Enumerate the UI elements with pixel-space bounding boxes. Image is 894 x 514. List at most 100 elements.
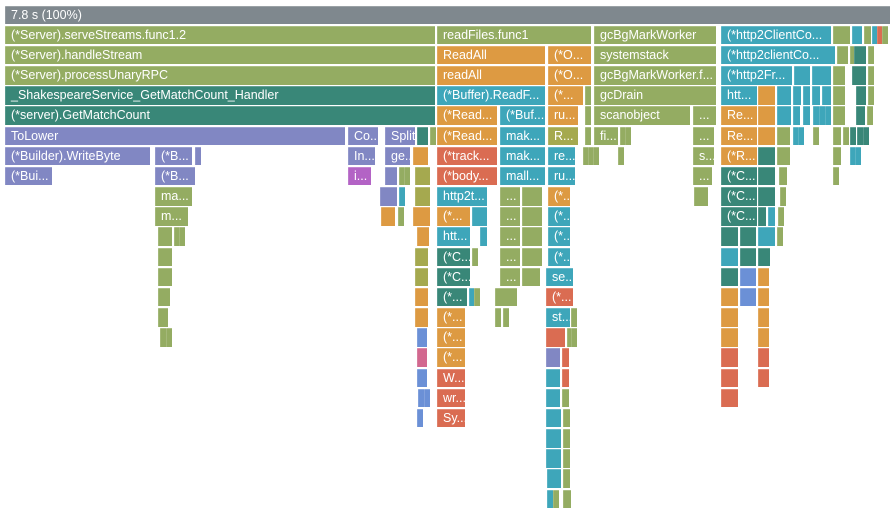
flame-frame[interactable]	[857, 126, 863, 146]
flame-frame[interactable]: (*Bui...	[5, 166, 52, 186]
flame-frame[interactable]	[593, 146, 599, 166]
flame-frame[interactable]: ToLower	[5, 126, 345, 146]
flame-frame[interactable]	[721, 308, 738, 327]
flame-frame[interactable]	[553, 489, 559, 509]
flame-frame[interactable]	[758, 187, 775, 206]
flame-frame[interactable]	[833, 25, 850, 45]
flame-frame[interactable]	[833, 166, 839, 186]
flame-frame[interactable]	[833, 86, 845, 105]
flame-frame[interactable]	[850, 126, 856, 146]
flame-frame[interactable]	[413, 207, 430, 226]
flame-frame[interactable]: Re...	[721, 106, 757, 125]
flame-frame[interactable]	[779, 166, 787, 186]
flame-frame[interactable]: (*B...	[155, 166, 195, 186]
flame-frame[interactable]	[158, 247, 172, 267]
flame-frame[interactable]	[415, 267, 428, 287]
flame-frame[interactable]	[864, 25, 871, 45]
flame-frame[interactable]	[740, 267, 756, 287]
flame-frame[interactable]	[758, 207, 766, 226]
flame-frame[interactable]	[424, 388, 430, 408]
flame-frame[interactable]	[758, 86, 775, 105]
flame-frame[interactable]	[415, 287, 428, 307]
flame-frame[interactable]	[721, 247, 738, 267]
flame-frame[interactable]	[472, 207, 487, 226]
flame-frame[interactable]	[385, 166, 397, 186]
flame-frame[interactable]	[179, 227, 185, 246]
flame-frame[interactable]: se...	[546, 267, 573, 287]
flame-frame[interactable]: m...	[155, 207, 188, 226]
flame-frame[interactable]	[585, 126, 591, 146]
flame-frame[interactable]: R...	[548, 126, 578, 146]
flame-frame[interactable]	[794, 66, 810, 85]
flame-frame[interactable]	[166, 328, 172, 347]
flame-frame[interactable]: (*body...	[437, 166, 497, 186]
flame-frame[interactable]	[495, 308, 501, 327]
flame-frame[interactable]	[547, 469, 561, 488]
flame-frame[interactable]	[583, 146, 589, 166]
flame-frame[interactable]	[195, 146, 201, 166]
flame-frame[interactable]: (*...	[548, 86, 583, 105]
flame-frame[interactable]: (*Server).processUnaryRPC	[5, 66, 435, 85]
flame-frame[interactable]: gcBgMarkWorker	[594, 25, 716, 45]
flame-frame[interactable]	[777, 126, 790, 146]
flame-frame[interactable]	[882, 25, 888, 45]
flame-frame[interactable]	[721, 348, 738, 367]
flame-frame[interactable]	[812, 86, 820, 105]
flame-frame[interactable]	[472, 247, 478, 267]
flame-frame[interactable]	[522, 247, 542, 267]
flame-frame[interactable]	[522, 227, 542, 246]
flame-frame[interactable]	[430, 126, 436, 146]
flame-frame[interactable]: (*C...	[721, 207, 757, 226]
flame-frame[interactable]: (*C...	[721, 187, 757, 206]
flame-frame[interactable]: (*...	[548, 227, 570, 246]
flame-frame[interactable]	[798, 126, 804, 146]
flame-frame[interactable]: htt...	[721, 86, 757, 105]
flame-frame[interactable]: (*...	[437, 328, 465, 347]
flame-frame[interactable]	[793, 106, 800, 125]
flame-frame[interactable]: (*...	[437, 348, 465, 367]
flame-frame[interactable]	[843, 126, 849, 146]
flame-frame[interactable]	[546, 429, 561, 448]
flame-frame[interactable]	[404, 166, 410, 186]
flame-frame[interactable]	[825, 106, 831, 125]
flame-frame[interactable]	[546, 348, 560, 367]
flame-frame[interactable]	[721, 368, 738, 388]
flame-frame[interactable]	[625, 126, 631, 146]
flame-frame[interactable]	[721, 287, 738, 307]
flame-frame[interactable]	[399, 166, 405, 186]
flame-frame[interactable]	[417, 126, 428, 146]
flame-frame[interactable]	[417, 368, 427, 388]
flame-frame[interactable]	[778, 207, 784, 226]
flame-frame[interactable]	[398, 207, 404, 226]
flame-frame[interactable]	[758, 106, 775, 125]
flame-frame[interactable]	[833, 66, 845, 85]
flame-frame[interactable]: Sy...	[437, 408, 465, 428]
flame-frame[interactable]: ...	[693, 126, 714, 146]
flame-frame[interactable]	[415, 166, 430, 186]
flame-frame[interactable]	[721, 267, 738, 287]
flame-frame[interactable]: fi...	[594, 126, 618, 146]
flame-frame[interactable]	[563, 408, 570, 428]
flame-frame[interactable]	[417, 328, 427, 347]
flame-frame[interactable]	[813, 106, 819, 125]
flame-frame[interactable]	[417, 408, 423, 428]
flame-frame[interactable]	[522, 207, 542, 226]
flame-frame[interactable]	[571, 308, 577, 327]
flame-frame[interactable]: scanobject	[594, 106, 690, 125]
flame-frame[interactable]	[758, 348, 769, 367]
flame-frame[interactable]: Re...	[721, 126, 757, 146]
flame-frame[interactable]	[877, 25, 883, 45]
flame-frame[interactable]	[620, 126, 626, 146]
flame-frame[interactable]	[740, 227, 756, 246]
flame-frame[interactable]	[546, 408, 561, 428]
flame-frame[interactable]: (*...	[546, 287, 573, 307]
flame-frame[interactable]	[503, 308, 509, 327]
flame-frame[interactable]	[380, 187, 397, 206]
flame-frame[interactable]: wr...	[437, 388, 465, 408]
flame-frame[interactable]	[833, 146, 841, 166]
flame-frame[interactable]: (*...	[437, 287, 467, 307]
flame-frame[interactable]	[793, 126, 799, 146]
flame-frame[interactable]	[856, 86, 866, 105]
flame-frame[interactable]	[418, 388, 424, 408]
flame-frame[interactable]: In...	[348, 146, 375, 166]
